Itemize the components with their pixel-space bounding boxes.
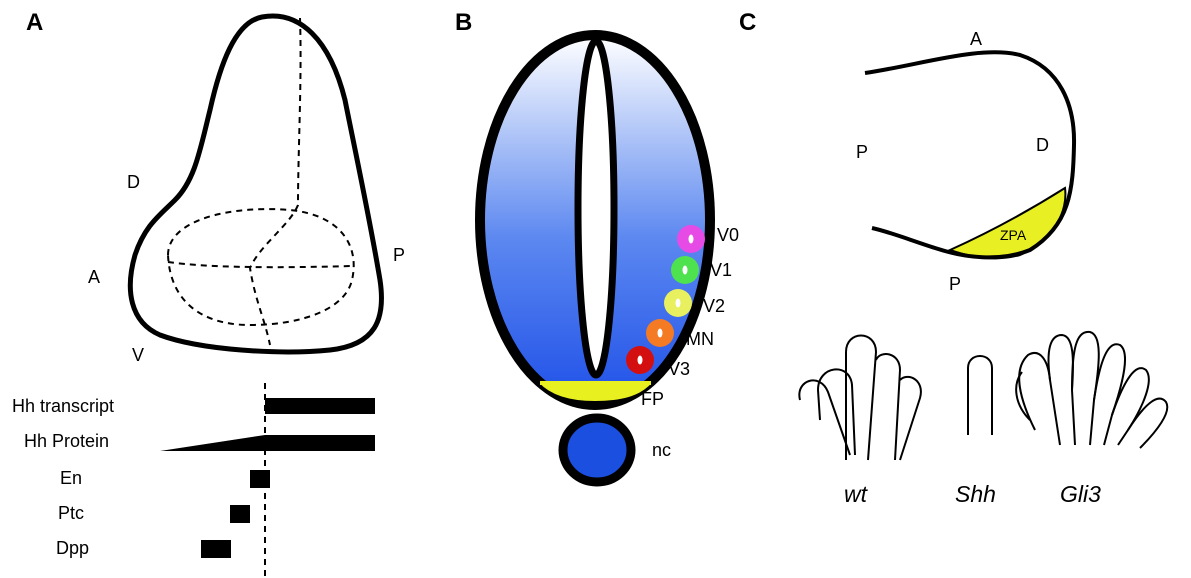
neural-lumen [578,41,614,375]
zpa-label: ZPA [1000,227,1027,243]
ap-boundary [250,18,301,345]
hh-protein-gradient [160,435,265,451]
neural-tube-diagram [480,35,710,482]
genotype-label-gli3: Gli3 [1060,481,1101,507]
row-label-hh-protein: Hh Protein [24,431,109,451]
domain-label-v2: V2 [703,296,725,316]
panel-c-label: C [739,9,756,36]
digit [799,380,850,455]
wing-disc-diagram [130,16,381,352]
domain-label-mn: MN [686,329,714,349]
domain-core [683,266,688,275]
limb-bud-diagram [865,52,1074,258]
zpa-region [950,188,1065,258]
domain-label-v3: V3 [668,359,690,379]
domain-label-v0: V0 [717,225,739,245]
panel-a-label: A [26,9,43,36]
digit [876,354,900,460]
panel-b-label: B [455,9,472,36]
axis-label-posterior: P [393,245,405,265]
domain-core [658,329,663,338]
axis-label-anterior: A [88,267,100,287]
digit [968,356,992,435]
limb-axis-dorsal: D [1036,135,1049,155]
digits-shh [968,356,992,435]
notochord [563,418,631,482]
row-label-dpp: Dpp [56,538,89,558]
axis-label-ventral: V [132,345,144,365]
digits-wt [799,336,921,461]
digit [1019,353,1060,445]
digit [846,336,876,461]
domain-core [689,235,694,244]
limb-axis-anterior: A [970,29,982,49]
en-bar [250,470,270,488]
limb-axis-proximal: P [856,142,868,162]
digit [1112,368,1149,445]
hh-protein-bar [265,435,375,451]
notochord-label: nc [652,440,671,460]
digit [1128,399,1167,448]
ptc-bar [230,505,250,523]
digits-gli3 [1016,332,1167,448]
row-label-ptc: Ptc [58,503,84,523]
limb-axis-posterior: P [949,274,961,294]
row-label-hh-transcript: Hh transcript [12,396,114,416]
wing-disc-outline [130,16,381,352]
dv-boundary [168,262,352,267]
dpp-bar [201,540,231,558]
hh-transcript-bar [265,398,375,414]
genotype-label-shh: Shh [955,481,996,507]
domain-label-v1: V1 [710,260,732,280]
digit [900,377,921,460]
digit [818,369,855,455]
floor-plate-label: FP [641,389,664,409]
domain-core [676,299,681,308]
domain-core [638,356,643,365]
row-label-en: En [60,468,82,488]
digit [1072,332,1099,445]
axis-label-dorsal: D [127,172,140,192]
genotype-label-wt: wt [844,481,869,507]
